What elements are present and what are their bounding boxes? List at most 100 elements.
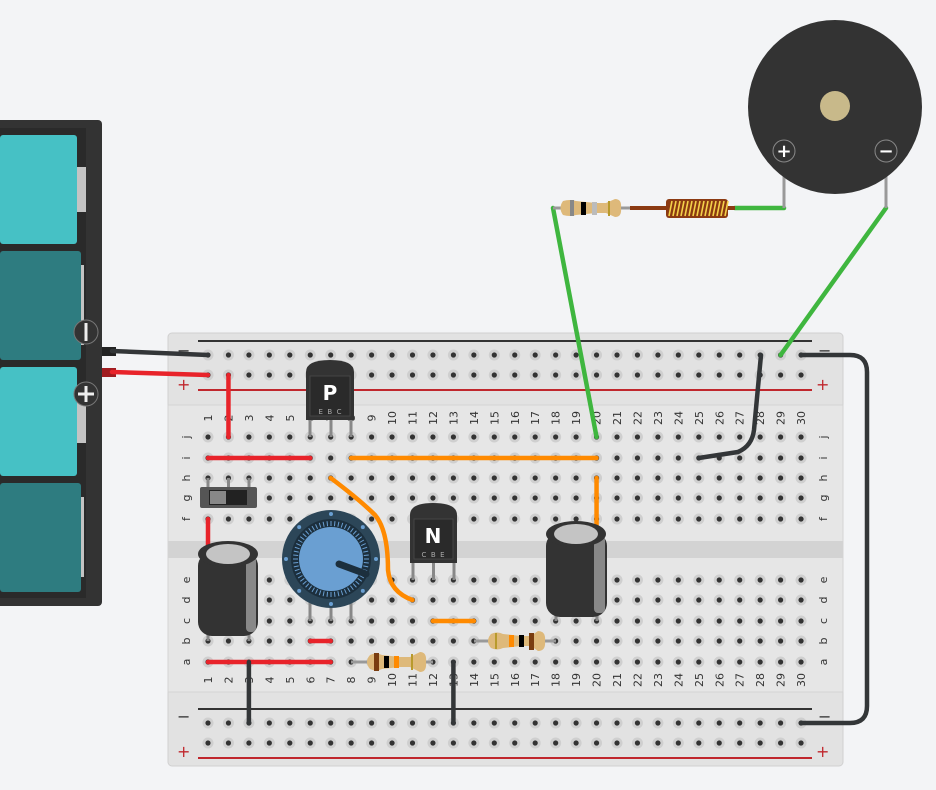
wires[interactable] <box>109 205 889 726</box>
breadboard-hole[interactable] <box>652 594 664 606</box>
breadboard-hole[interactable] <box>631 472 643 484</box>
breadboard-hole[interactable] <box>734 656 746 668</box>
breadboard-hole[interactable] <box>284 369 296 381</box>
breadboard-hole[interactable] <box>468 431 480 443</box>
breadboard-hole[interactable] <box>447 492 459 504</box>
breadboard-hole[interactable] <box>734 431 746 443</box>
breadboard-hole[interactable] <box>775 615 787 627</box>
slide-switch[interactable] <box>200 478 257 508</box>
breadboard-hole[interactable] <box>672 656 684 668</box>
breadboard-hole[interactable] <box>591 717 603 729</box>
breadboard-hole[interactable] <box>488 472 500 484</box>
breadboard-hole[interactable] <box>631 656 643 668</box>
potentiometer[interactable] <box>282 510 380 621</box>
breadboard-hole[interactable] <box>263 615 275 627</box>
breadboard-hole[interactable] <box>386 737 398 749</box>
breadboard-hole[interactable] <box>488 492 500 504</box>
breadboard-hole[interactable] <box>509 513 521 525</box>
breadboard-hole[interactable] <box>488 349 500 361</box>
breadboard-hole[interactable] <box>672 431 684 443</box>
resistor-top[interactable] <box>553 199 632 217</box>
breadboard-hole[interactable] <box>611 452 623 464</box>
breadboard-hole[interactable] <box>427 369 439 381</box>
breadboard-hole[interactable] <box>713 369 725 381</box>
breadboard-hole[interactable] <box>652 717 664 729</box>
breadboard-hole[interactable] <box>488 513 500 525</box>
breadboard-hole[interactable] <box>672 349 684 361</box>
breadboard-hole[interactable] <box>570 431 582 443</box>
breadboard-hole[interactable] <box>529 717 541 729</box>
breadboard-hole[interactable] <box>284 615 296 627</box>
breadboard-hole[interactable] <box>550 656 562 668</box>
breadboard-hole[interactable] <box>775 513 787 525</box>
breadboard-hole[interactable] <box>570 369 582 381</box>
breadboard-hole[interactable] <box>529 431 541 443</box>
breadboard-hole[interactable] <box>713 615 725 627</box>
breadboard-hole[interactable] <box>366 492 378 504</box>
breadboard-hole[interactable] <box>713 635 725 647</box>
breadboard-hole[interactable] <box>447 369 459 381</box>
breadboard-hole[interactable] <box>672 369 684 381</box>
breadboard-hole[interactable] <box>734 594 746 606</box>
breadboard-hole[interactable] <box>652 574 664 586</box>
electrolytic-capacitor-right[interactable] <box>546 521 607 621</box>
breadboard-hole[interactable] <box>652 369 664 381</box>
resistor-a8-a12[interactable] <box>351 652 433 672</box>
breadboard-hole[interactable] <box>509 431 521 443</box>
breadboard-hole[interactable] <box>652 492 664 504</box>
breadboard-hole[interactable] <box>468 717 480 729</box>
breadboard-hole[interactable] <box>222 349 234 361</box>
breadboard-hole[interactable] <box>693 594 705 606</box>
breadboard-hole[interactable] <box>713 472 725 484</box>
breadboard-hole[interactable] <box>407 717 418 729</box>
breadboard-hole[interactable] <box>386 615 398 627</box>
breadboard-hole[interactable] <box>407 472 418 484</box>
breadboard-hole[interactable] <box>509 615 521 627</box>
breadboard-hole[interactable] <box>529 737 541 749</box>
breadboard-hole[interactable] <box>775 594 787 606</box>
breadboard-hole[interactable] <box>284 349 296 361</box>
breadboard-hole[interactable] <box>631 615 643 627</box>
breadboard-hole[interactable] <box>775 717 787 729</box>
breadboard-hole[interactable] <box>693 737 705 749</box>
breadboard-hole[interactable] <box>284 594 296 606</box>
breadboard-hole[interactable] <box>284 472 296 484</box>
breadboard-hole[interactable] <box>713 656 725 668</box>
breadboard-hole[interactable] <box>631 594 643 606</box>
breadboard-hole[interactable] <box>304 349 316 361</box>
breadboard-hole[interactable] <box>631 452 643 464</box>
breadboard-hole[interactable] <box>509 472 521 484</box>
breadboard-hole[interactable] <box>754 472 766 484</box>
breadboard-hole[interactable] <box>734 349 746 361</box>
breadboard-hole[interactable] <box>366 737 378 749</box>
breadboard-hole[interactable] <box>795 369 807 381</box>
breadboard-hole[interactable] <box>345 737 357 749</box>
breadboard-hole[interactable] <box>386 513 398 525</box>
piezo-buzzer[interactable]: + − <box>748 20 922 208</box>
breadboard-hole[interactable] <box>550 349 562 361</box>
battery-plus-terminal[interactable] <box>73 381 99 407</box>
breadboard-hole[interactable] <box>570 635 582 647</box>
breadboard[interactable]: − + − + − + − + 112233445566778899101011… <box>167 332 844 767</box>
breadboard-hole[interactable] <box>263 492 275 504</box>
breadboard-hole[interactable] <box>611 574 623 586</box>
breadboard-hole[interactable] <box>427 349 439 361</box>
battery-red-wire[interactable] <box>109 369 211 378</box>
breadboard-hole[interactable] <box>407 615 418 627</box>
breadboard-hole[interactable] <box>488 594 500 606</box>
breadboard-hole[interactable] <box>509 717 521 729</box>
breadboard-hole[interactable] <box>243 737 255 749</box>
breadboard-hole[interactable] <box>734 369 746 381</box>
breadboard-hole[interactable] <box>631 492 643 504</box>
breadboard-hole[interactable] <box>325 349 337 361</box>
breadboard-hole[interactable] <box>611 492 623 504</box>
breadboard-hole[interactable] <box>447 635 459 647</box>
inductor[interactable] <box>630 199 735 218</box>
battery-black-wire[interactable] <box>109 348 211 358</box>
breadboard-hole[interactable] <box>284 717 296 729</box>
breadboard-hole[interactable] <box>672 737 684 749</box>
breadboard-hole[interactable] <box>672 717 684 729</box>
breadboard-hole[interactable] <box>304 717 316 729</box>
breadboard-hole[interactable] <box>509 492 521 504</box>
